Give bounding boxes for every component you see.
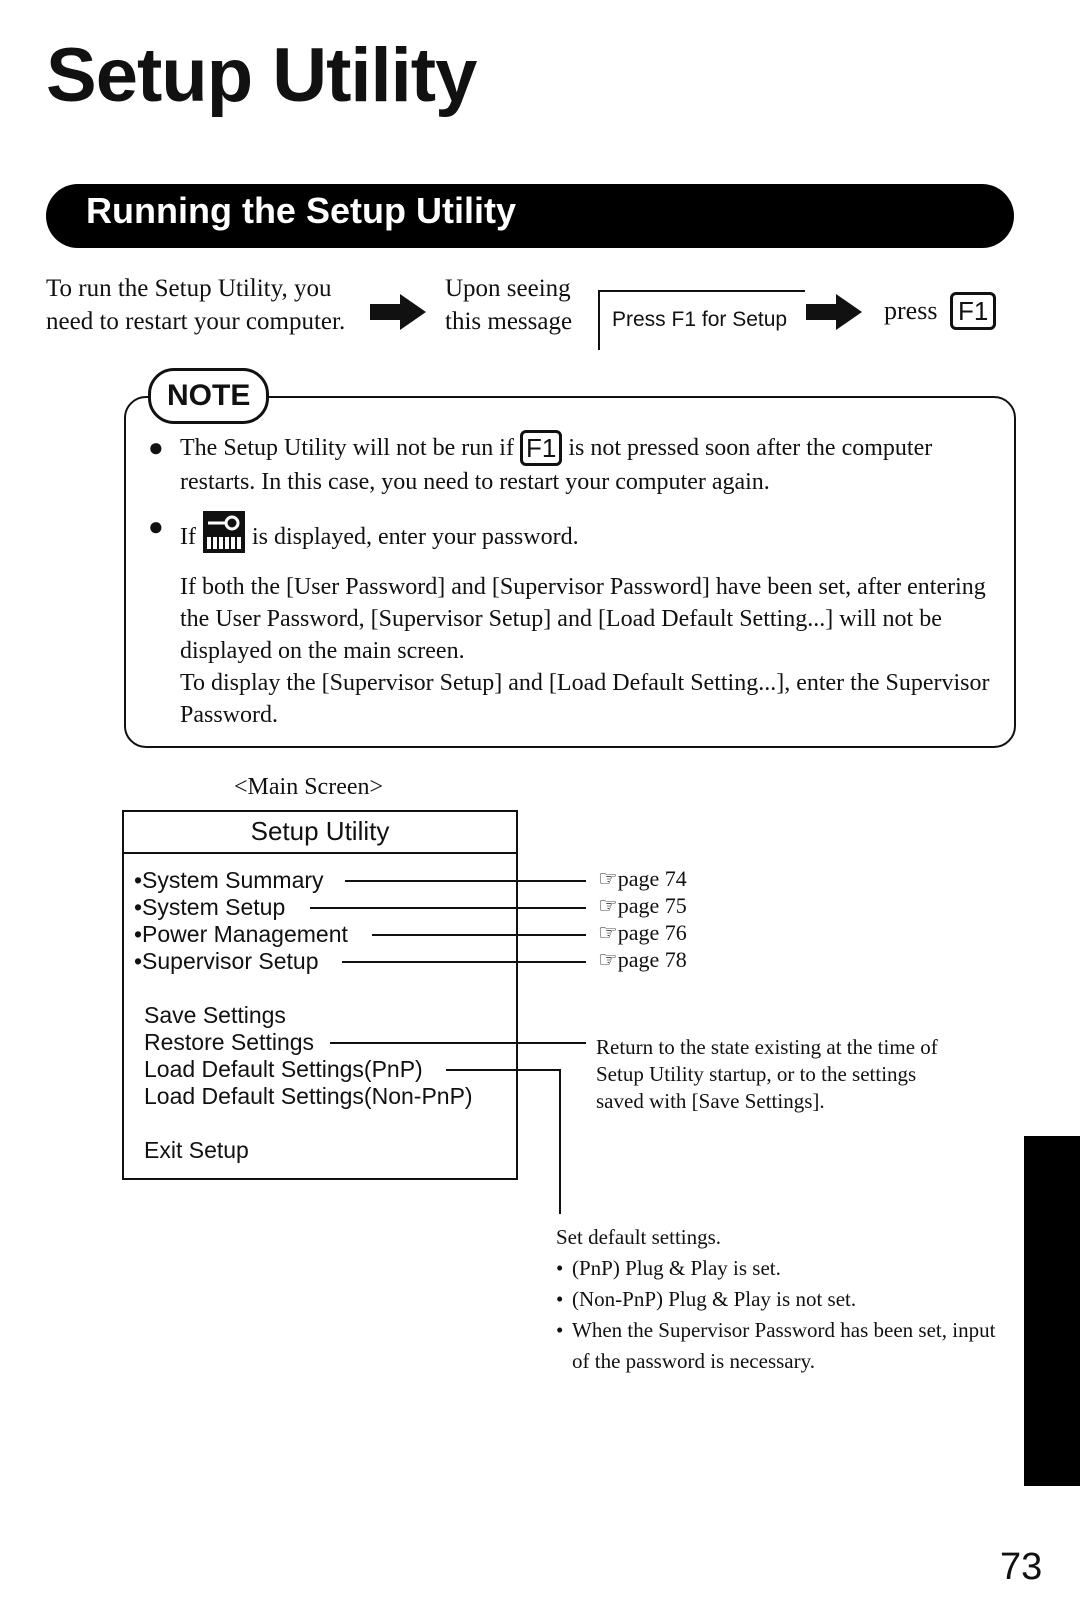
annotation-line: When the Supervisor Password has been se… <box>572 1318 996 1373</box>
restart-instruction: To run the Setup Utility, you need to re… <box>46 275 346 335</box>
default-settings-description: Set default settings. • (PnP) Plug & Play… <box>556 1222 1016 1377</box>
annotation-line: (Non-PnP) Plug & Play is not set. <box>572 1287 857 1311</box>
upon-seeing-text: Upon seeing this message <box>445 275 573 335</box>
password-key-icon <box>202 510 246 563</box>
annotation-bullet-item: • (PnP) Plug & Play is set. <box>556 1253 1016 1284</box>
page-ref-supervisor-setup: ☞page 78 <box>598 947 687 973</box>
note-detail: To display the [Supervisor Setup] and [L… <box>180 670 990 728</box>
main-screen-caption: <Main Screen> <box>234 774 384 800</box>
pointing-hand-icon: ☞ <box>598 947 618 972</box>
menu-item-power-management: •Power Management <box>134 921 348 947</box>
menu-item-exit-setup: Exit Setup <box>144 1137 249 1163</box>
restore-settings-description: Return to the state existing at the time… <box>596 1034 938 1115</box>
menu-item-restore-settings: Restore Settings <box>144 1029 315 1055</box>
pointing-hand-icon: ☞ <box>598 866 618 891</box>
note-box <box>124 396 1016 748</box>
annotation-line: Setup Utility startup, or to the setting… <box>596 1062 917 1086</box>
note-item-password: If is displayed, enter your password. If… <box>180 510 1000 731</box>
menu-item-system-setup: •System Setup <box>134 894 286 920</box>
annotation-line: (PnP) Plug & Play is set. <box>572 1256 781 1280</box>
page-ref-system-summary: ☞page 74 <box>598 866 687 892</box>
page-ref-text: page 78 <box>617 947 687 972</box>
section-banner <box>46 184 1014 248</box>
annotation-bullet-item: • (Non-PnP) Plug & Play is not set. <box>556 1284 1016 1315</box>
pointing-hand-icon: ☞ <box>598 893 618 918</box>
f1-key: F1 <box>950 292 997 330</box>
bullet-icon: ● <box>148 433 164 462</box>
right-arrow-icon <box>806 294 862 330</box>
setup-main-screen <box>122 810 518 1180</box>
page-number: 73 <box>1000 1546 1043 1588</box>
chapter-thumb-tab <box>1024 1136 1080 1486</box>
page-title: Setup Utility <box>46 33 477 118</box>
menu-item-load-default-pnp: Load Default Settings(PnP) <box>144 1056 423 1082</box>
note-badge: NOTE <box>148 368 270 424</box>
note-item-f1: The Setup Utility will not be run if F1 … <box>180 430 1000 498</box>
boot-message-box <box>598 290 805 350</box>
annotation-title: Set default settings. <box>556 1225 722 1249</box>
page-ref-text: page 75 <box>617 893 687 918</box>
bullet-icon: • <box>556 1256 564 1280</box>
annotation-bullet-item: • When the Supervisor Password has been s… <box>556 1315 1016 1377</box>
f1-key: F1 <box>519 430 563 466</box>
page-ref-power-management: ☞page 76 <box>598 920 687 946</box>
note-item-text: is not pressed soon after the computer r… <box>180 435 933 495</box>
menu-item-system-summary: •System Summary <box>134 867 324 893</box>
title-separator <box>124 852 516 854</box>
pointing-hand-icon: ☞ <box>598 920 618 945</box>
note-item-text: is displayed, enter your password. <box>251 524 579 550</box>
menu-item-supervisor-setup: •Supervisor Setup <box>134 948 319 974</box>
annotation-line: saved with [Save Settings]. <box>596 1089 825 1113</box>
annotation-line: Return to the state existing at the time… <box>596 1035 938 1059</box>
menu-item-save-settings: Save Settings <box>144 1002 286 1028</box>
page-ref-text: page 76 <box>617 920 687 945</box>
boot-message: Press F1 for Setup <box>612 308 788 331</box>
page-ref-system-setup: ☞page 75 <box>598 893 687 919</box>
menu-item-load-default-non-pnp: Load Default Settings(Non-PnP) <box>144 1083 473 1109</box>
note-item-text: If <box>180 524 196 550</box>
right-arrow-icon <box>370 294 426 330</box>
screen-title: Setup Utility <box>250 816 390 846</box>
page-ref-text: page 74 <box>617 866 687 891</box>
bullet-icon: ● <box>148 512 164 541</box>
press-label: press <box>884 296 938 325</box>
bullet-icon: • <box>556 1287 564 1311</box>
note-detail: If both the [User Password] and [Supervi… <box>180 574 986 664</box>
section-title: Running the Setup Utility <box>86 190 516 231</box>
bullet-icon: • <box>556 1318 564 1342</box>
note-item-text: The Setup Utility will not be run if <box>180 435 514 461</box>
